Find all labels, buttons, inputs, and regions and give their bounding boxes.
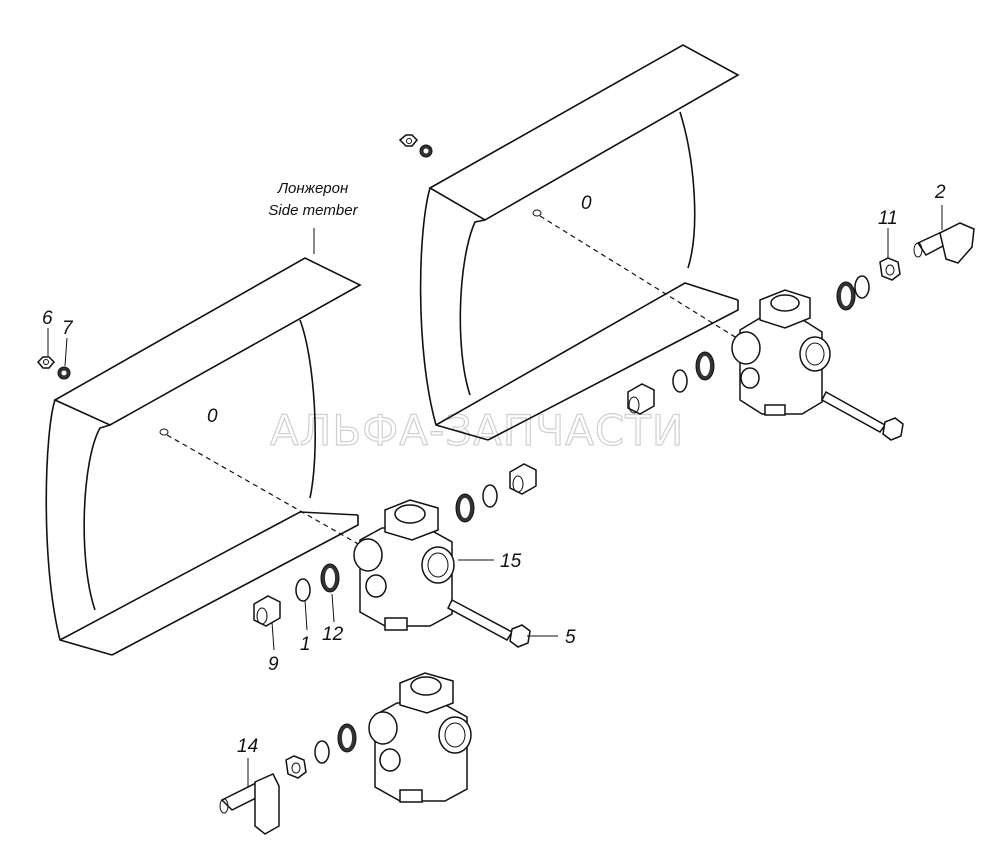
- hole-mark-right: 0: [581, 193, 592, 214]
- rings-upper-right: [836, 257, 901, 311]
- right-axis-line: [539, 215, 741, 341]
- left-axis-line: [166, 434, 361, 546]
- callout-11: 11: [878, 208, 898, 229]
- rings-middle-lower: [253, 563, 340, 627]
- left-nut-washer: [36, 356, 71, 380]
- callout-7: 7: [62, 318, 74, 339]
- watermark-text: АЛЬФА-ЗАПЧАСТИ: [270, 406, 684, 455]
- valve-lower: [368, 672, 472, 803]
- tee-fitting-14: [219, 773, 280, 835]
- hole-mark-left: 0: [207, 406, 218, 427]
- tee-fitting-2: [913, 222, 975, 264]
- callout-2: 2: [934, 182, 946, 203]
- leader-lines: [47, 205, 943, 788]
- valve-upper-right: [731, 289, 831, 416]
- valve-middle: [353, 499, 455, 631]
- right-side-member: [419, 44, 740, 441]
- bolt-middle: [447, 598, 531, 648]
- callout-9: 9: [268, 654, 279, 675]
- callout-6: 6: [42, 308, 53, 329]
- side-member-label-ru: Лонжерон: [277, 180, 348, 197]
- rings-lower: [285, 723, 357, 779]
- callout-1: 1: [300, 634, 311, 655]
- rings-right-mid: [627, 351, 715, 415]
- side-member-label-en: Side member: [268, 202, 358, 219]
- callout-14: 14: [237, 736, 258, 757]
- callout-12: 12: [322, 624, 344, 645]
- callout-5: 5: [565, 627, 576, 648]
- callout-15: 15: [500, 551, 522, 572]
- bolt-right: [821, 390, 904, 441]
- rings-middle-upper: [455, 463, 537, 523]
- left-side-member: [45, 257, 362, 656]
- top-nut-washer: [398, 134, 433, 158]
